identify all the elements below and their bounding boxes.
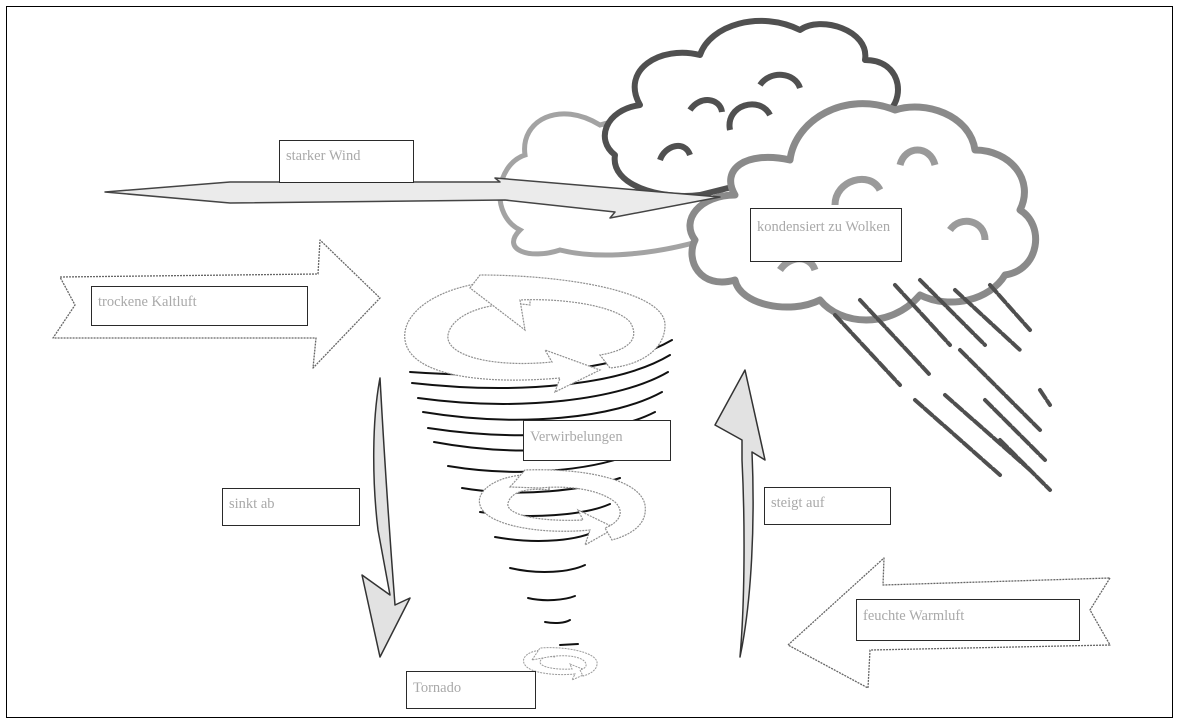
label-sinks: sinkt ab: [222, 488, 360, 526]
rise-arrow: [714, 369, 766, 658]
label-condenses: kondensiert zu Wolken: [750, 208, 902, 262]
label-turbulence: Verwirbelungen: [523, 420, 671, 461]
label-tornado: Tornado: [406, 671, 536, 709]
label-rises: steigt auf: [764, 487, 891, 525]
swirl-arrows-mid: [478, 469, 646, 547]
swirl-arrows-bottom: [523, 647, 598, 682]
label-humid-warm-air: feuchte Warmluft: [856, 599, 1080, 641]
sink-arrow: [361, 377, 411, 658]
label-dry-cold-air: trockene Kaltluft: [91, 286, 308, 326]
dark-cloud: [601, 17, 901, 199]
label-strong-wind: starker Wind: [279, 140, 414, 183]
rain: [833, 278, 1052, 492]
swirl-arrows-top: [404, 274, 666, 394]
